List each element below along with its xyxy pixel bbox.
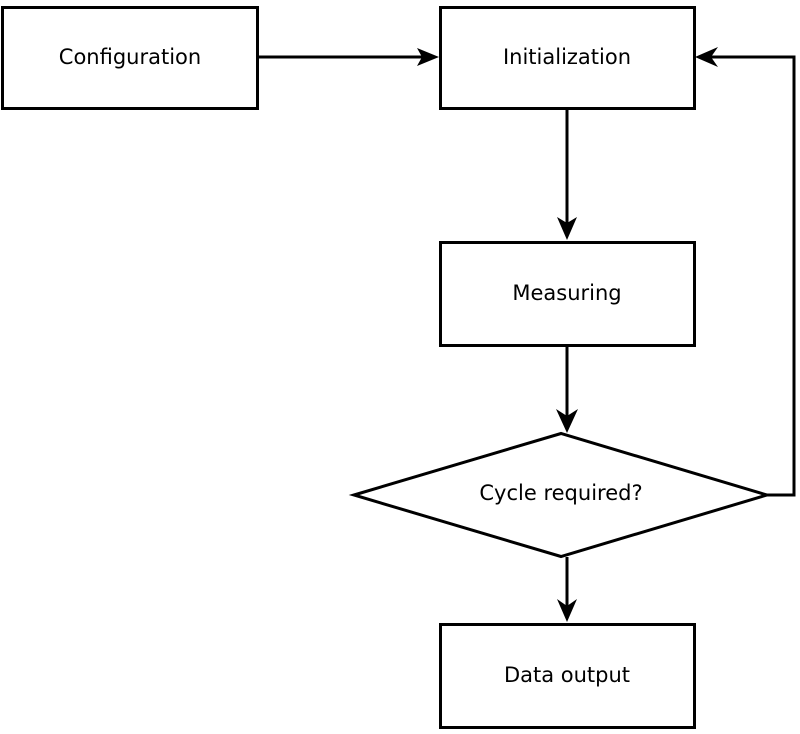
cycle-required-diamond[interactable] [348, 431, 773, 559]
arrowhead-left-into-initialization [695, 47, 718, 67]
configuration-box[interactable] [1, 6, 259, 110]
edge-cycle-required-to-initialization-loop [695, 47, 796, 497]
arrowhead-down-into-data-output [557, 599, 577, 622]
configuration-label: Configuration [59, 45, 201, 69]
measuring-box[interactable] [439, 241, 696, 347]
cycle-required-label: Cycle required? [479, 481, 642, 505]
edge-cycle-required-to-data-output [557, 557, 577, 622]
node-cycle-required[interactable]: Cycle required? [348, 431, 773, 559]
arrowhead-down-into-measuring [557, 217, 577, 240]
node-measuring[interactable]: Measuring [439, 241, 696, 347]
data-output-box[interactable] [439, 623, 696, 729]
node-initialization[interactable]: Initialization [439, 6, 696, 110]
data-output-label: Data output [504, 663, 630, 687]
arrowhead-right-into-initialization [417, 48, 439, 66]
edge-configuration-to-initialization [259, 48, 439, 66]
edge-initialization-to-measuring [557, 110, 577, 240]
initialization-box[interactable] [439, 6, 696, 110]
edge-path-feedback-loop [708, 55, 796, 497]
node-data-output[interactable]: Data output [439, 623, 696, 729]
edge-measuring-to-cycle-required [556, 347, 578, 433]
initialization-label: Initialization [503, 45, 631, 69]
arrowhead-down-into-cycle-required [556, 409, 578, 433]
measuring-label: Measuring [512, 281, 621, 305]
node-configuration[interactable]: Configuration [1, 6, 259, 110]
